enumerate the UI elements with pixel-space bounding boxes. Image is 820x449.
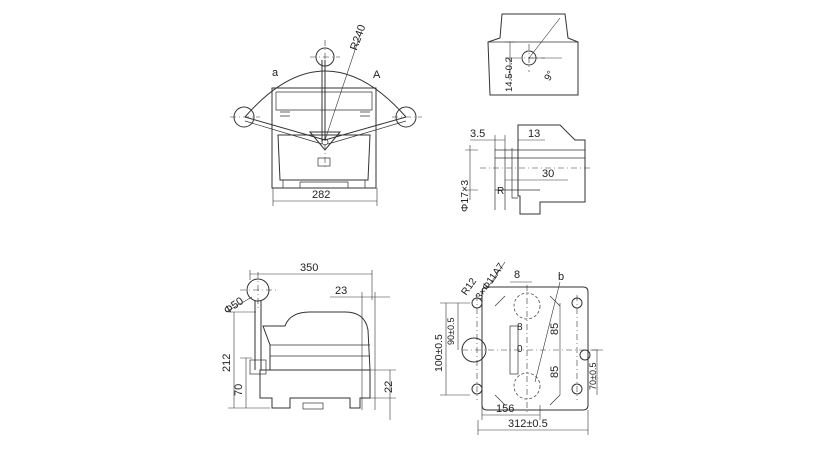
lever-hub (308, 131, 342, 151)
dim-85b-label: 85 (549, 366, 561, 378)
dim-70-label: 70 (233, 384, 245, 396)
front-housing-lower (277, 134, 371, 181)
dim-30-label: 30 (542, 168, 554, 180)
label-A: A (373, 69, 381, 81)
top-corner-marks (494, 295, 561, 406)
hole-leader (485, 261, 506, 291)
width-label: 282 (312, 189, 330, 201)
dim-phi17 (465, 145, 478, 200)
dim-3-5-label: 3.5 (470, 128, 485, 140)
side-knob-centerline (240, 272, 276, 310)
front-housing-top (275, 91, 373, 111)
dim-212 (228, 311, 270, 409)
hub-block (317, 157, 331, 167)
hole-label: 3×Φ11A7 (474, 261, 507, 302)
hub-pin (321, 138, 329, 146)
dim-100 (440, 302, 470, 396)
shaft-step (494, 148, 518, 210)
b-leader (534, 281, 561, 383)
dim-312-label: 312±0.5 (508, 418, 548, 430)
side-housing-lines (270, 344, 370, 357)
shaft-lines (495, 149, 585, 191)
top-centerlines (462, 285, 600, 415)
top-slot (509, 325, 519, 375)
dim-70 (240, 357, 252, 408)
phi50-leader (225, 296, 253, 313)
lever-arms-inner (244, 120, 407, 145)
front-housing (271, 87, 377, 189)
dim-350-label: 350 (300, 262, 318, 274)
dim-3-5 (470, 135, 506, 148)
dim-90-label: 90±0.5 (446, 318, 456, 345)
dim-13-label: 13 (528, 128, 540, 140)
mount-hole-bl (471, 383, 483, 395)
dim-22 (370, 369, 396, 420)
front-centerlines (230, 40, 422, 170)
side-detail-dim (505, 41, 515, 80)
top-view: 3×Φ11A7 R12 8 b 100±0.5 90±0.5 8 0 85 85… (433, 261, 603, 435)
side-detail-view: 14.5-0.2 9° (487, 13, 579, 96)
side-housing-base (259, 369, 371, 409)
side-foot (302, 402, 324, 410)
dim-70-top-label: 70±0.5 (588, 363, 598, 390)
dim-r-label: R (497, 186, 504, 197)
dim-23 (330, 292, 390, 410)
shaft-detail-body (517, 124, 586, 215)
radius-leader (324, 34, 361, 141)
label-b: b (558, 271, 564, 283)
top-base-plate (481, 286, 589, 411)
lever-vertical (321, 60, 326, 142)
front-view: R240 a A 282 (230, 23, 422, 206)
dim-70-top (590, 349, 603, 395)
front-side-marks (280, 111, 370, 117)
side-detail-angle: 9° (543, 69, 557, 83)
dim-156 (481, 405, 541, 420)
dim-23-label: 23 (335, 285, 347, 297)
dim-85a-label: 85 (549, 323, 561, 335)
side-lever-rod (254, 300, 262, 370)
dim-0-label: 0 (517, 344, 523, 355)
angle-lines (528, 17, 562, 59)
front-base (282, 180, 366, 188)
side-detail-14-5: 14.5-0.2 (504, 57, 515, 92)
label-a: a (272, 67, 279, 79)
dim-8-mid-label: 8 (517, 322, 523, 333)
side-lever-base (249, 359, 267, 375)
shaft-detail-view: 3.5 13 30 Φ17×3 R (459, 124, 590, 215)
mount-hole-br (571, 383, 583, 395)
radius-label: R240 (348, 23, 368, 52)
dim-350 (249, 270, 373, 300)
side-detail-outline (487, 13, 579, 96)
left-side-view: 350 23 Φ50 212 70 22 (221, 262, 396, 420)
dim-8-top-label: 8 (514, 269, 520, 281)
dim-22-label: 22 (383, 381, 395, 393)
dim-312 (477, 410, 589, 435)
dim-212-label: 212 (221, 354, 233, 372)
width-dimension (272, 188, 378, 206)
side-housing-top (262, 311, 371, 371)
dim-phi17-label: Φ17×3 (459, 180, 471, 212)
dim-100-label: 100±0.5 (433, 334, 445, 372)
hidden-circle-top (513, 292, 541, 320)
dim-156-label: 156 (496, 403, 514, 415)
